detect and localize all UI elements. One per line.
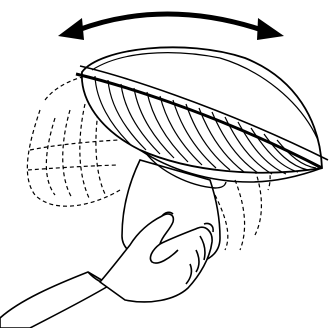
fan-head: [76, 47, 328, 188]
swing-direction-arrow-icon: [58, 14, 284, 40]
